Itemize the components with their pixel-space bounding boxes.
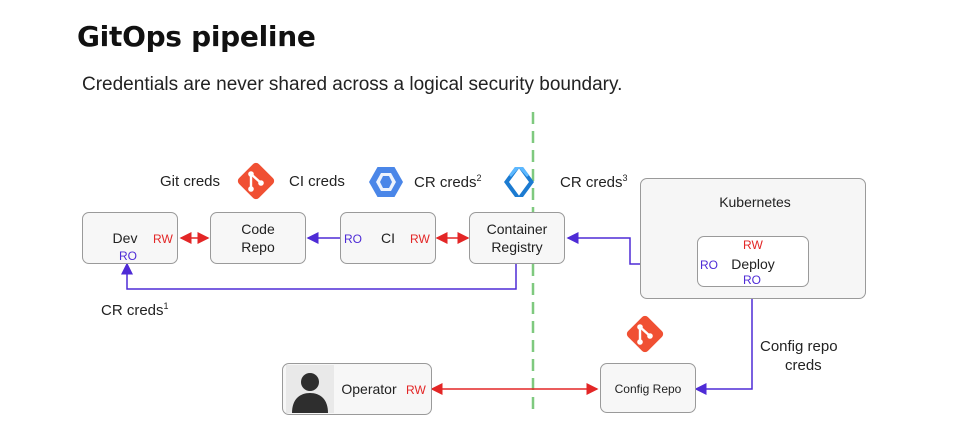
code-repo-label-line1: Code bbox=[241, 221, 275, 237]
cr-creds-2-label: CR creds2 bbox=[414, 173, 482, 191]
cr-creds-2-text: CR creds bbox=[414, 174, 477, 191]
cr-creds-3-sup: 3 bbox=[622, 173, 628, 183]
kubernetes-label: Kubernetes bbox=[719, 194, 791, 210]
deploy-configrepo-ro-line bbox=[694, 287, 753, 395]
registry-dev-ro-line bbox=[121, 262, 517, 290]
dev-node[interactable] bbox=[82, 212, 178, 264]
config-repo-label: Config Repo bbox=[614, 382, 682, 396]
cr-creds-3-label: CR creds3 bbox=[560, 173, 628, 191]
page-title: GitOps pipeline bbox=[77, 20, 316, 53]
git-icon bbox=[237, 162, 275, 200]
operator-avatar-icon bbox=[286, 365, 334, 413]
ci-creds-label: CI creds bbox=[289, 173, 345, 190]
deploy-ro-bottom-tag: RO bbox=[743, 273, 761, 287]
operator-rw-tag: RW bbox=[406, 383, 426, 397]
ci-label: CI bbox=[381, 230, 395, 246]
ci-ro-tag: RO bbox=[344, 232, 362, 246]
cr-creds-1-text: CR creds bbox=[101, 302, 164, 319]
dev-label: Dev bbox=[112, 230, 138, 246]
kubernetes-registry-icon bbox=[504, 167, 534, 197]
cr-creds-2-sup: 2 bbox=[476, 173, 482, 183]
code-repo-node[interactable] bbox=[210, 212, 306, 264]
config-repo-creds-label-line1: Config repo bbox=[760, 338, 838, 355]
page-subtitle: Credentials are never shared across a lo… bbox=[82, 74, 623, 95]
deploy-ro-left-tag: RO bbox=[700, 258, 718, 272]
container-registry-label-line1: Container bbox=[486, 221, 548, 237]
git-creds-label: Git creds bbox=[160, 173, 221, 190]
code-repo-label-line2: Repo bbox=[241, 239, 275, 255]
deploy-node[interactable] bbox=[697, 236, 809, 287]
ci-node[interactable] bbox=[340, 212, 436, 264]
dev-rw-tag: RW bbox=[153, 232, 173, 246]
cr-creds-1-label: CR creds1 bbox=[101, 301, 169, 319]
deploy-rw-tag: RW bbox=[743, 238, 763, 252]
dev-ro-tag: RO bbox=[119, 249, 137, 263]
deploy-label: Deploy bbox=[731, 256, 775, 272]
config-repo-creds-label-line2: creds bbox=[785, 357, 822, 374]
operator-label: Operator bbox=[341, 381, 397, 397]
ci-rw-tag: RW bbox=[410, 232, 430, 246]
container-registry-label-line2: Registry bbox=[491, 239, 543, 255]
config-repo-node[interactable] bbox=[600, 363, 696, 413]
container-registry-node[interactable] bbox=[469, 212, 565, 264]
cr-creds-3-text: CR creds bbox=[560, 174, 623, 191]
cr-creds-1-sup: 1 bbox=[163, 301, 169, 311]
git-icon bbox=[626, 315, 664, 353]
gcp-cloud-build-icon bbox=[369, 167, 403, 197]
